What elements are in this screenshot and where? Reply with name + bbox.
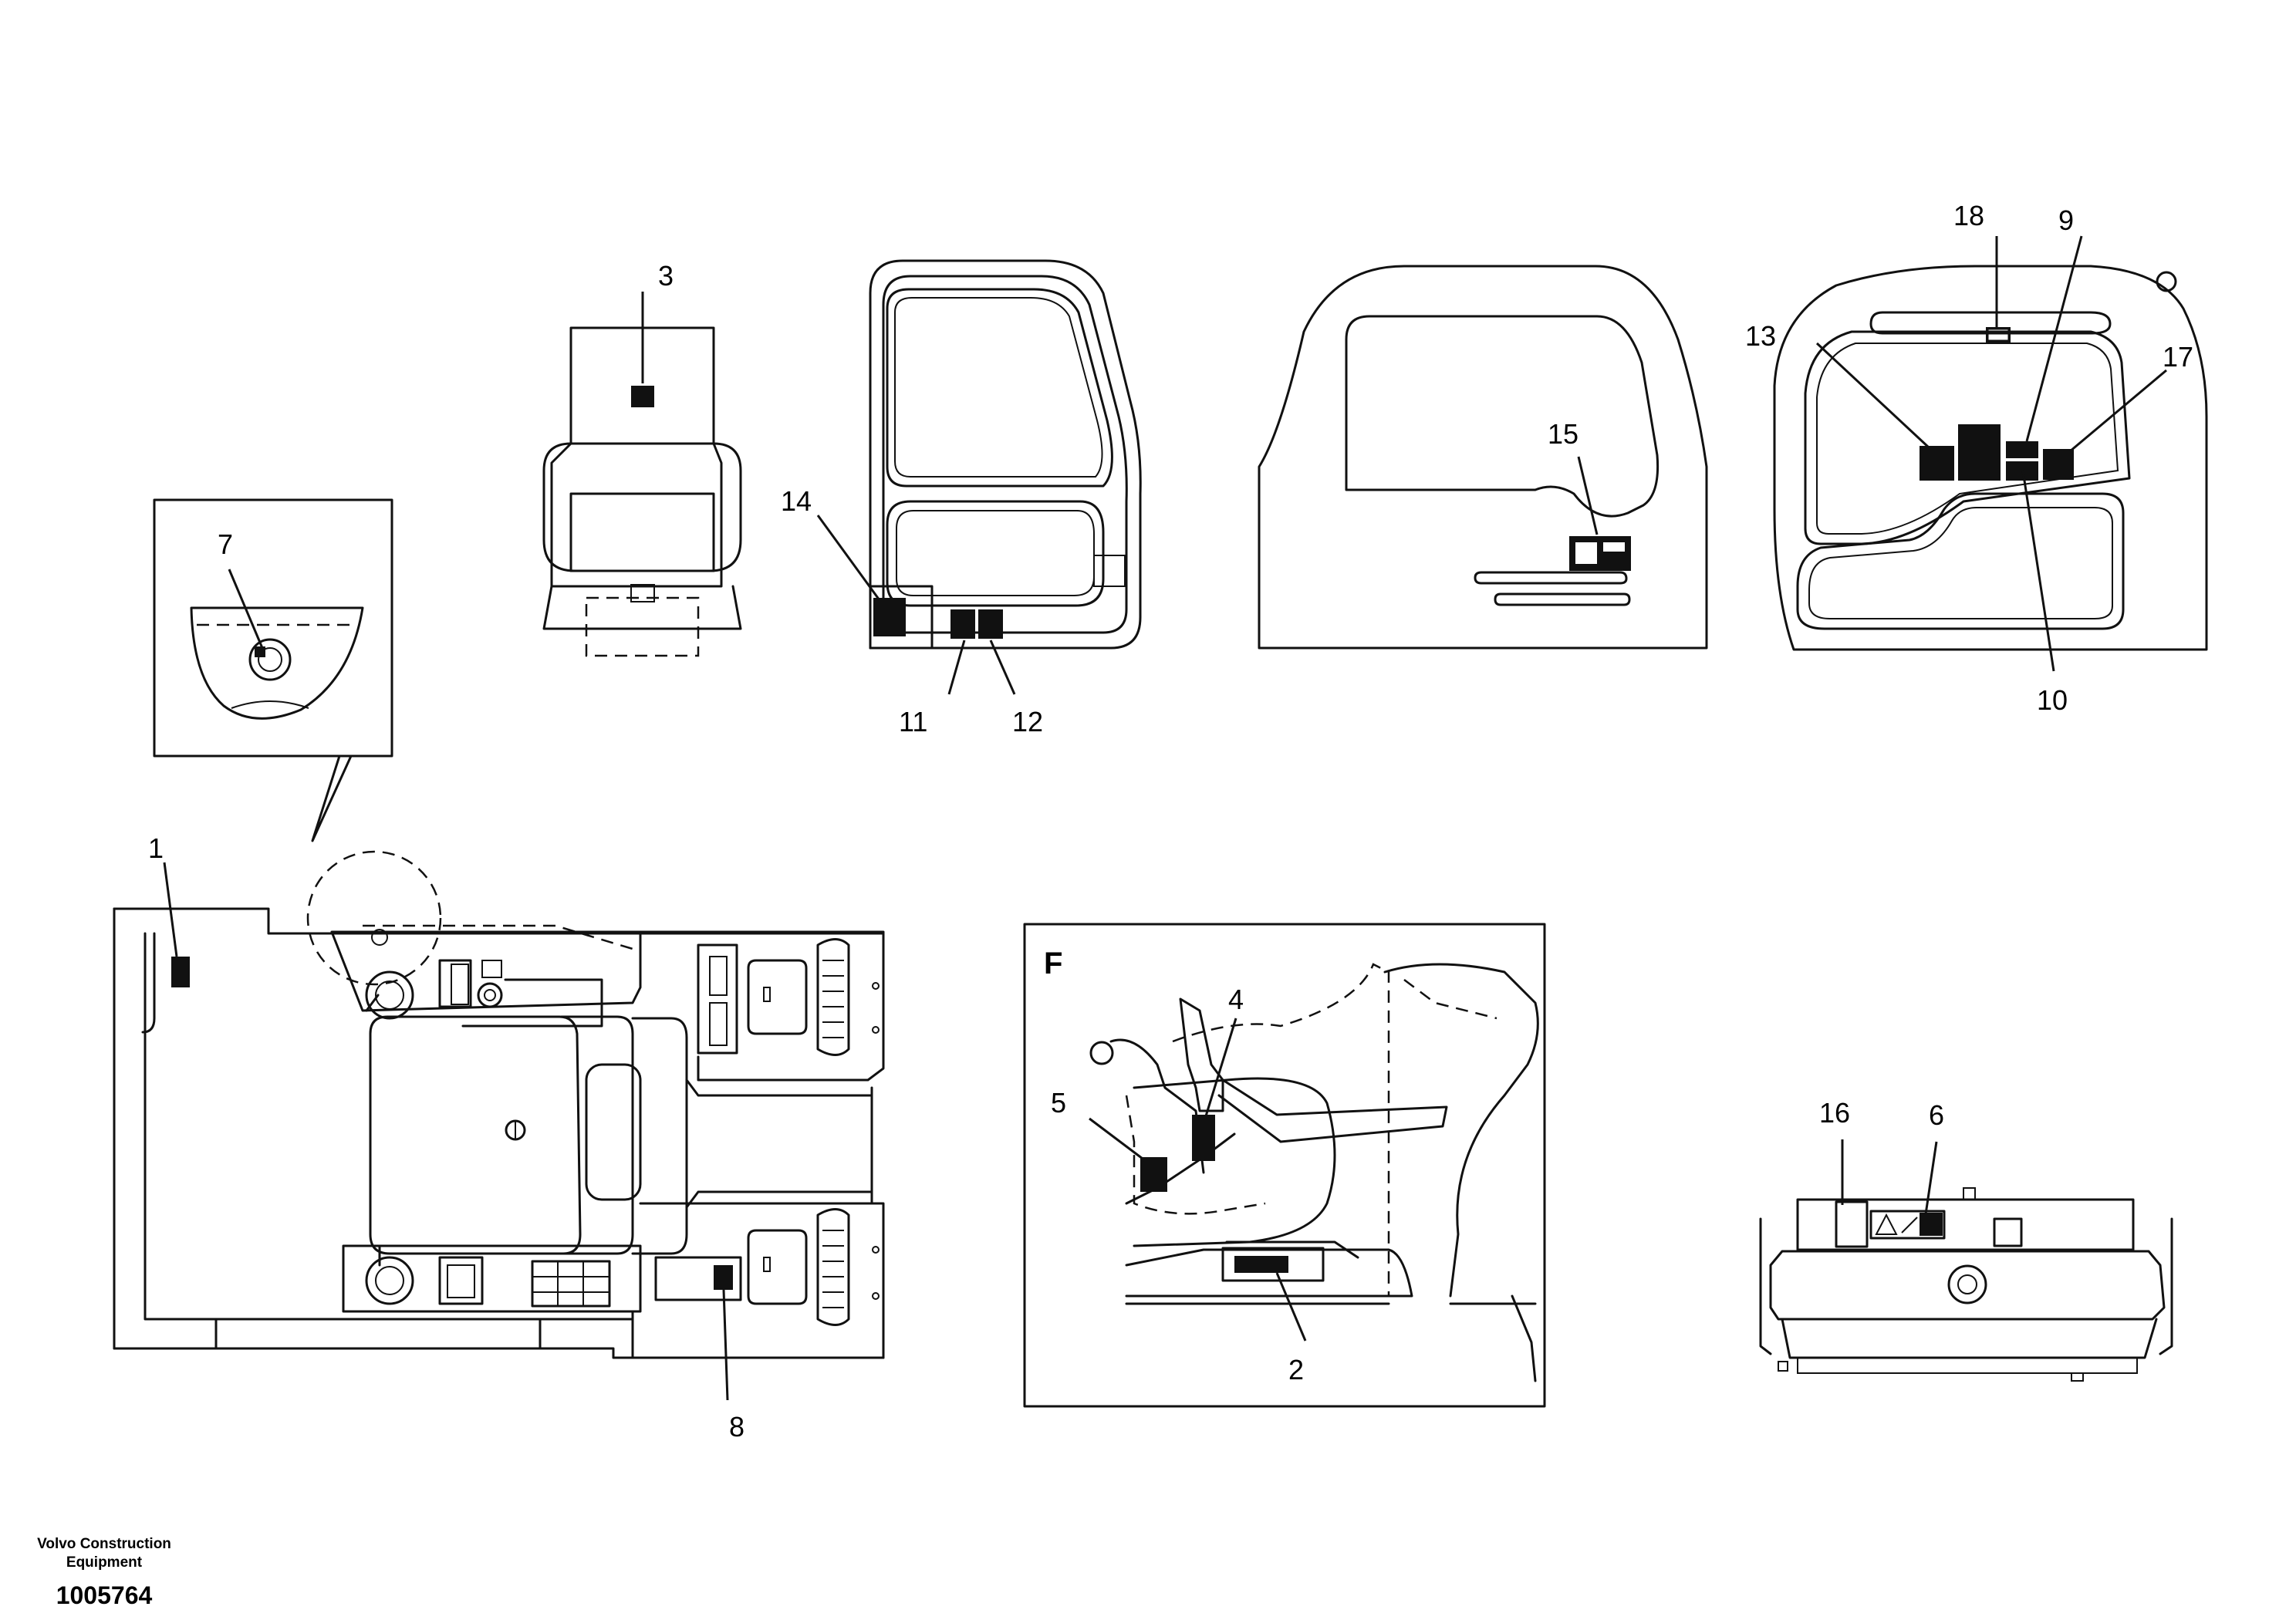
decal-2 bbox=[1234, 1256, 1288, 1273]
decal-11 bbox=[950, 609, 975, 639]
callout-15: 15 bbox=[1548, 418, 1578, 450]
seat-view bbox=[542, 326, 742, 657]
callout-2: 2 bbox=[1288, 1354, 1304, 1385]
callout-17: 17 bbox=[2163, 341, 2193, 373]
decal-8 bbox=[714, 1265, 733, 1290]
callout-16: 16 bbox=[1819, 1097, 1850, 1129]
floor-plan-view bbox=[113, 850, 885, 1359]
decal-1 bbox=[171, 957, 190, 987]
cab-door-view bbox=[1258, 265, 1708, 650]
detail-box-7 bbox=[153, 498, 393, 842]
document-number: 1005764 bbox=[56, 1581, 153, 1609]
decal-4 bbox=[1192, 1115, 1215, 1161]
footer: Volvo Construction Equipment 1005764 bbox=[15, 1535, 193, 1610]
company-line-2: Equipment bbox=[66, 1554, 143, 1571]
callout-6: 6 bbox=[1929, 1099, 1944, 1131]
callout-7: 7 bbox=[218, 528, 233, 560]
callout-4: 4 bbox=[1228, 984, 1244, 1015]
detail-view-f: F bbox=[1023, 923, 1546, 1408]
company-line-1: Volvo Construction bbox=[37, 1536, 171, 1552]
decal-17 bbox=[2043, 449, 2074, 480]
callout-3: 3 bbox=[658, 260, 674, 292]
decal-14 bbox=[873, 598, 906, 636]
rear-panel-view bbox=[1759, 1187, 2173, 1382]
detail-letter-f: F bbox=[1044, 947, 1062, 980]
decal-6 bbox=[1920, 1213, 1943, 1236]
cab-side-view bbox=[869, 259, 1142, 650]
callout-12: 12 bbox=[1012, 706, 1043, 737]
decal-3 bbox=[631, 386, 654, 407]
callout-18: 18 bbox=[1953, 200, 1984, 231]
cab-interior-view bbox=[1773, 265, 2208, 651]
callout-11: 11 bbox=[899, 706, 927, 737]
callout-9: 9 bbox=[2058, 204, 2074, 236]
decal-5 bbox=[1140, 1157, 1167, 1192]
decal-13b bbox=[1958, 424, 2001, 481]
callout-14: 14 bbox=[781, 485, 812, 517]
decal-18 bbox=[1987, 329, 2009, 341]
decal-13 bbox=[1920, 446, 1954, 481]
company-name: Volvo Construction Equipment bbox=[15, 1535, 193, 1572]
decal-7 bbox=[255, 646, 265, 657]
callout-1: 1 bbox=[148, 832, 164, 864]
callout-8: 8 bbox=[729, 1411, 745, 1443]
leader-lines bbox=[163, 235, 2167, 1401]
callout-10: 10 bbox=[2037, 684, 2068, 716]
callout-labels: 1 2 3 4 5 6 7 8 9 10 11 12 13 14 15 16 1… bbox=[148, 200, 2193, 1443]
decal-16 bbox=[1838, 1203, 1852, 1245]
decal-9 bbox=[2006, 441, 2038, 458]
callout-5: 5 bbox=[1051, 1087, 1066, 1119]
decal-18-outline bbox=[1986, 327, 2011, 343]
callout-13: 13 bbox=[1745, 320, 1776, 352]
decal-12 bbox=[978, 609, 1003, 639]
